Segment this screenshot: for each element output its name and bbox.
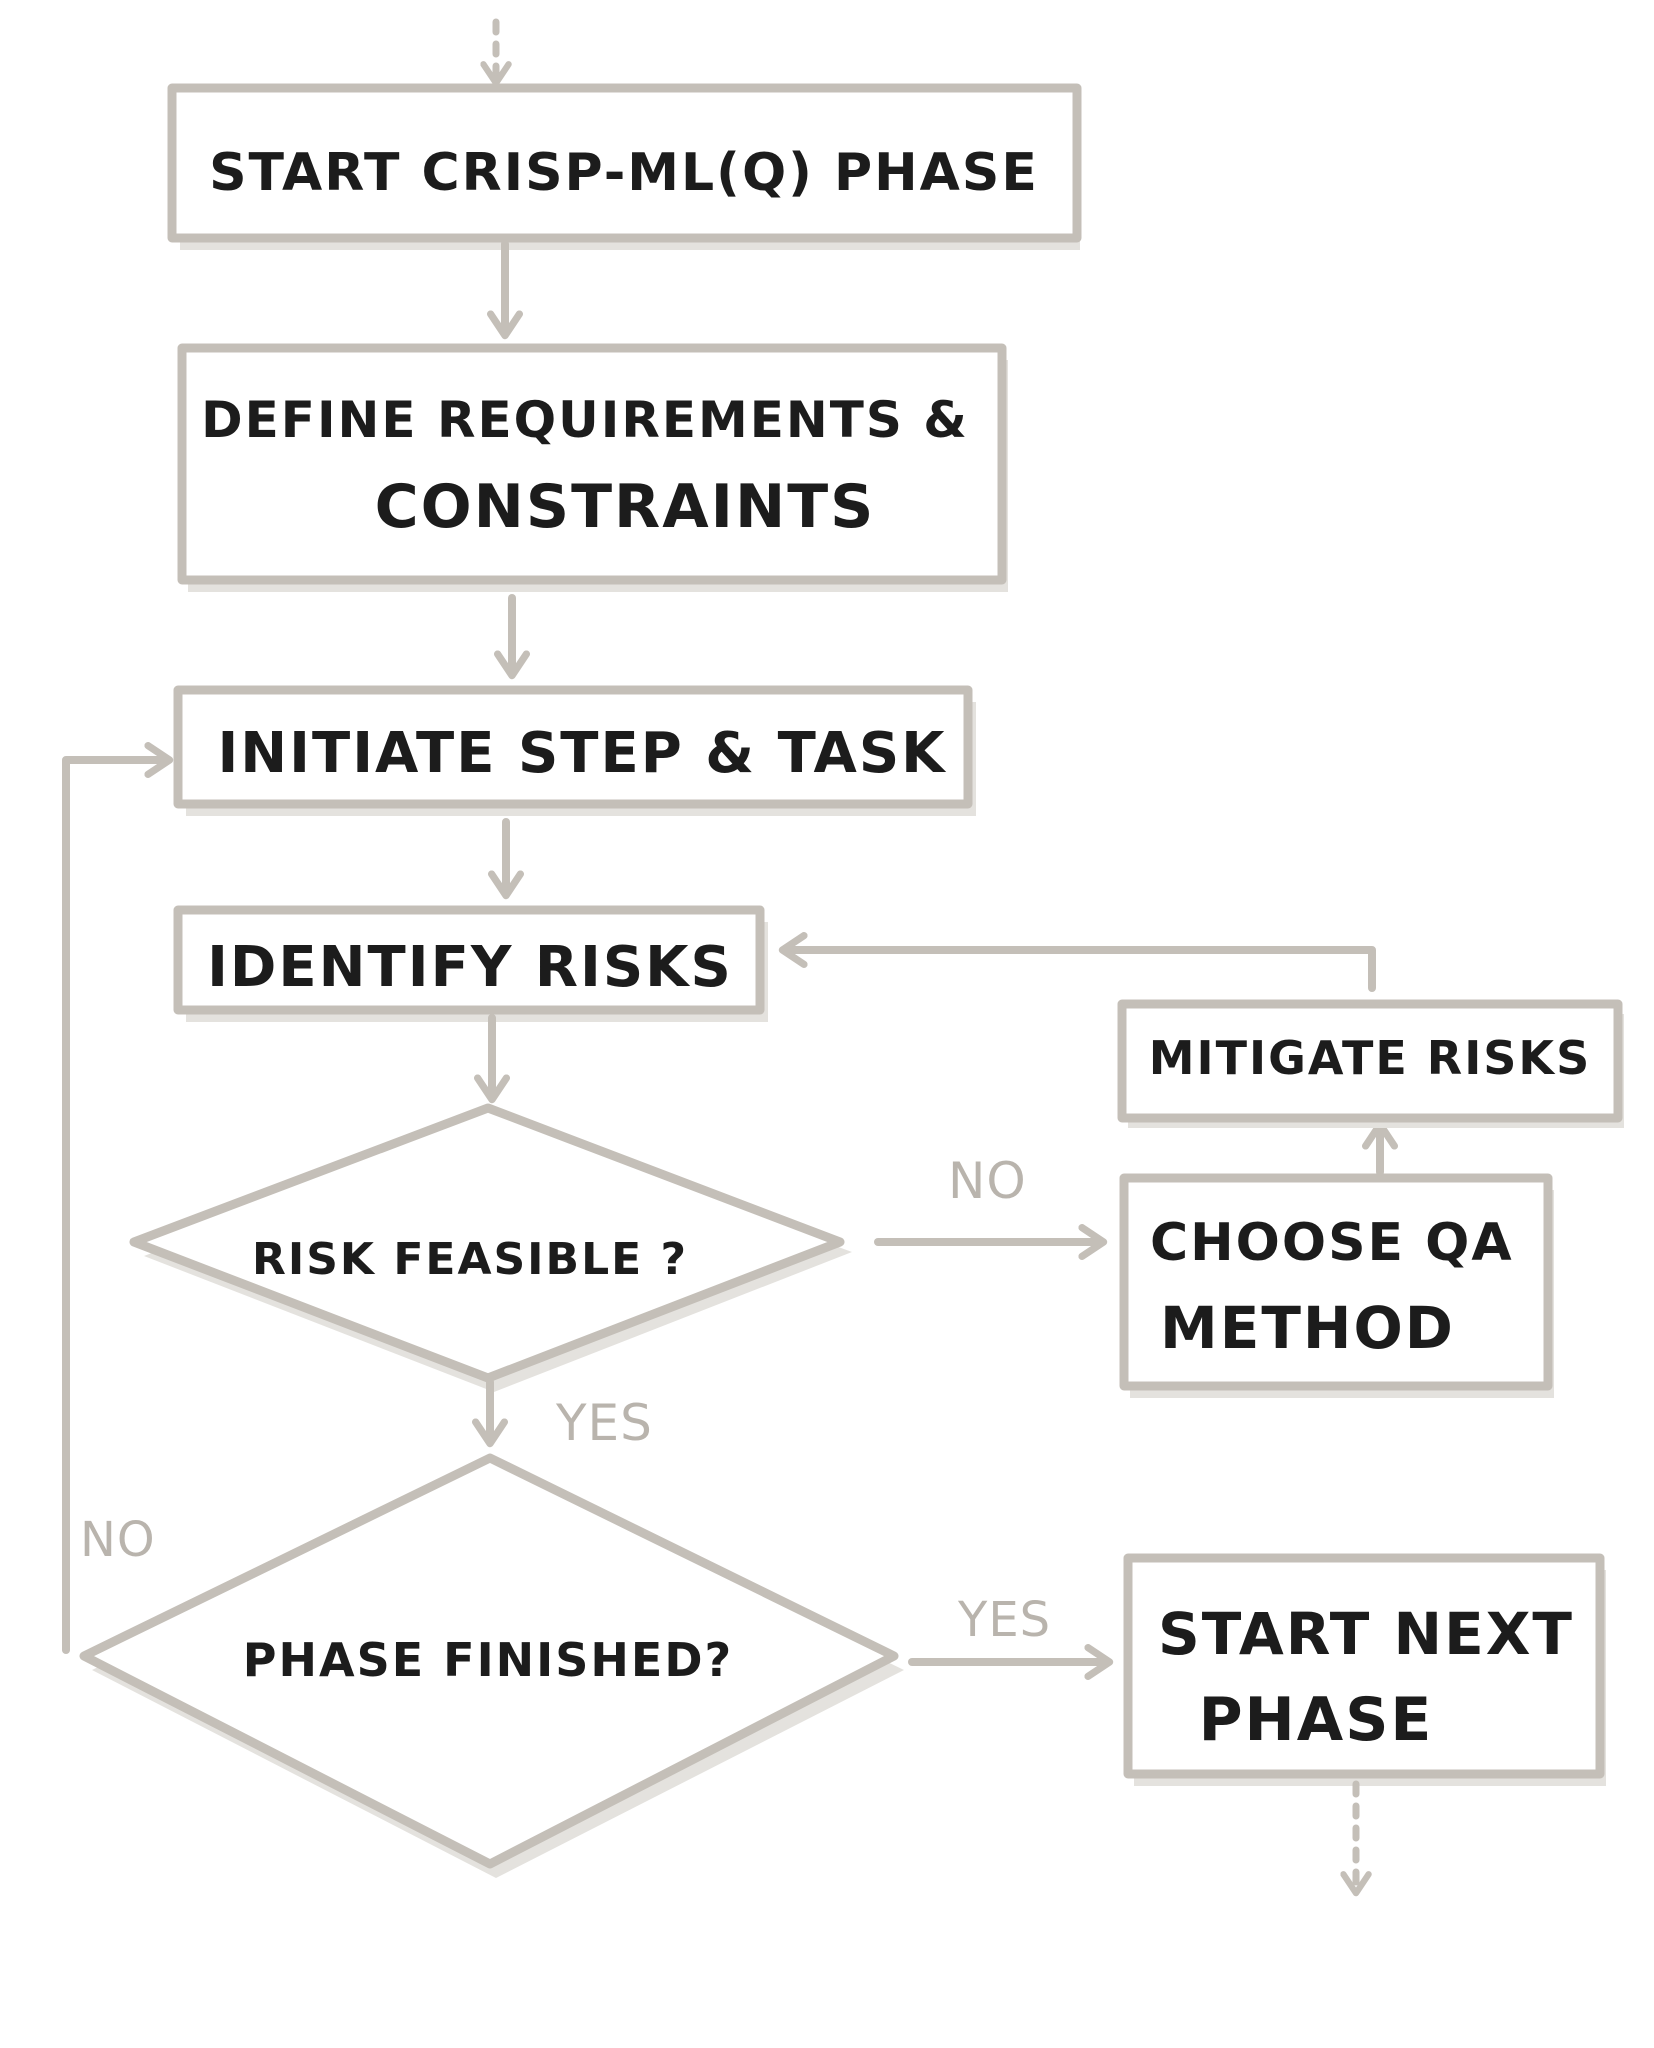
node-identify-risks-label: IDENTIFY RISKS — [207, 935, 733, 1000]
edge-label-phase-yes: YES — [957, 1592, 1051, 1648]
node-mitigate-risks: MITIGATE RISKS — [1117, 999, 1624, 1128]
node-initiate-step: INITIATE STEP & TASK — [173, 685, 976, 816]
edge-label-risk-yes: YES — [555, 1394, 653, 1452]
node-start-next-phase-line1: START NEXT — [1158, 1600, 1574, 1668]
node-start-phase-label: START CRISP-ML(Q) PHASE — [209, 143, 1039, 203]
node-initiate-step-label: INITIATE STEP & TASK — [217, 721, 947, 786]
arrow-phase-no-to-initiate — [62, 742, 174, 1654]
node-choose-qa: CHOOSE QA METHOD — [1119, 1173, 1554, 1398]
node-start-next-phase: START NEXT PHASE — [1123, 1553, 1606, 1786]
arrow-mitigate-to-identify — [778, 932, 1376, 992]
node-choose-qa-line1: CHOOSE QA — [1150, 1213, 1514, 1273]
node-define-requirements: DEFINE REQUIREMENTS & CONSTRAINTS — [177, 343, 1008, 592]
node-start-phase: START CRISP-ML(Q) PHASE — [167, 83, 1082, 250]
node-start-next-phase-line2: PHASE — [1199, 1685, 1434, 1755]
node-define-requirements-line2: CONSTRAINTS — [375, 472, 876, 542]
node-risk-feasible-label: RISK FEASIBLE ? — [252, 1234, 688, 1285]
node-define-requirements-line1: DEFINE REQUIREMENTS & — [201, 391, 969, 449]
node-phase-finished: PHASE FINISHED? — [79, 1453, 904, 1878]
node-risk-feasible: RISK FEASIBLE ? — [129, 1103, 852, 1392]
edge-label-risk-no: NO — [948, 1152, 1027, 1210]
node-phase-finished-label: PHASE FINISHED? — [243, 1633, 733, 1687]
node-choose-qa-line2: METHOD — [1160, 1294, 1455, 1362]
node-mitigate-risks-label: MITIGATE RISKS — [1149, 1031, 1591, 1085]
node-identify-risks: IDENTIFY RISKS — [173, 905, 768, 1022]
edge-label-phase-no: NO — [80, 1512, 156, 1568]
